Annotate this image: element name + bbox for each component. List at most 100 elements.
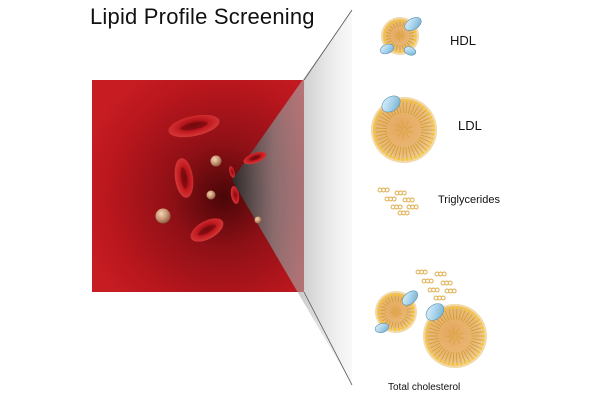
phospholipid-head (414, 34, 417, 38)
phospholipid-head (426, 343, 430, 346)
triglyceride-bead (401, 190, 407, 196)
phospholipid-head (405, 99, 409, 102)
phospholipid-head (376, 114, 380, 117)
phospholipid-head (431, 132, 435, 136)
phospholipid-tail (469, 323, 481, 330)
phospholipid-head (451, 363, 455, 366)
phospholipid-tail (471, 331, 484, 334)
triglyceride-bead (391, 196, 397, 202)
phospholipid-head (373, 135, 377, 138)
phospholipid-head (378, 316, 381, 320)
phospholipid-head (402, 19, 406, 23)
phospholipid-head (410, 157, 413, 160)
phospholipid-tail (426, 338, 439, 341)
phospholipid-head (389, 154, 392, 158)
magnification-cone (232, 9, 353, 386)
apoprotein (403, 46, 417, 56)
phospholipid-tail (466, 346, 477, 356)
phospholipid-head (482, 334, 485, 338)
phospholipid-head (425, 334, 428, 338)
phospholipid-tail (375, 133, 388, 137)
phospholipid-head (418, 103, 421, 107)
phospholipid-tail (462, 311, 470, 322)
phospholipid-head (385, 26, 388, 30)
phospholipid-tail (444, 309, 450, 321)
phospholipid-head (427, 144, 430, 148)
phospholipid-head (429, 141, 433, 144)
phospholipid-head (393, 293, 397, 296)
phospholipid-head (383, 38, 387, 42)
phospholipid-tail (471, 338, 484, 341)
rbc-far-small (229, 166, 235, 178)
phospholipid-head (394, 19, 398, 23)
phospholipid-head (379, 146, 382, 150)
phospholipid-tail (426, 331, 439, 334)
phospholipid-tail (407, 146, 412, 159)
total-hdl-particle (374, 290, 419, 334)
ldl-label: LDL (458, 118, 482, 133)
phospholipid-head (373, 126, 376, 130)
phospholipid-tail (394, 146, 399, 159)
phospholipid-tail (420, 125, 434, 128)
phospholipid-head (447, 362, 450, 366)
phospholipid-head (393, 328, 397, 331)
phospholipid-head (428, 347, 431, 350)
phospholipid-tail (448, 352, 452, 364)
phospholipid-head (385, 152, 389, 156)
phospholipid-tail (412, 104, 420, 116)
phospholipid-head (410, 100, 413, 103)
triglyceride-bead (441, 271, 447, 277)
phospholipid-head (467, 359, 471, 362)
phospholipid-head (481, 338, 485, 342)
phospholipid-head (474, 354, 478, 357)
phospholipid-tail (419, 136, 431, 143)
phospholipid-head (424, 109, 428, 112)
phospholipid-head (447, 306, 450, 310)
phospholipid-tail (418, 139, 429, 147)
phospholipid-head (373, 122, 377, 125)
phospholipid-tail (470, 327, 483, 332)
triglyceride-bead (451, 288, 457, 294)
phospholipid-head (451, 306, 455, 309)
triglyceride-bead (428, 278, 434, 284)
hdl-particle (379, 17, 422, 56)
phospholipid-head (382, 297, 386, 301)
phospholipid-tail (416, 110, 427, 119)
phospholipid-tail (440, 350, 448, 361)
phospholipid-tail (419, 117, 431, 124)
phospholipid-head (382, 149, 385, 153)
phospholipid-tail (405, 146, 408, 160)
phospholipid-head (426, 326, 430, 329)
phospholipid-tail (460, 351, 466, 363)
phospholipid-tail (433, 346, 444, 356)
phospholipid-head (375, 118, 378, 121)
phospholipid-head (405, 158, 409, 161)
phospholipid-head (394, 49, 398, 53)
phospholipid-tail (460, 309, 466, 321)
phospholipid-head (474, 315, 478, 318)
phospholipid-tail (429, 323, 441, 330)
phospholipid-head (411, 314, 415, 318)
phospholipid-head (477, 318, 480, 322)
phospholipid-head (412, 310, 415, 314)
phospholipid-head (421, 151, 425, 154)
phospholipid-tail (468, 319, 479, 327)
phospholipid-head (455, 306, 459, 309)
phospholipid-tail (405, 100, 408, 114)
phospholipid-head (401, 99, 405, 102)
phospholipid-head (479, 347, 482, 350)
phospholipid-head (398, 50, 402, 53)
phospholipid-head (410, 318, 413, 322)
phospholipid-tail (418, 113, 429, 121)
phospholipid-head (412, 42, 415, 46)
triglyceride-bead (397, 204, 403, 210)
phospholipid-head (401, 326, 405, 330)
phospholipid-tail (416, 141, 427, 150)
phospholipid-head (430, 137, 434, 140)
phospholipid-head (431, 124, 435, 128)
rbc-right-small (243, 151, 267, 165)
phospholipid-head (443, 361, 446, 364)
phospholipid-tail (407, 101, 412, 114)
rbc-top (168, 114, 220, 138)
triglyceride-cluster (377, 187, 419, 216)
